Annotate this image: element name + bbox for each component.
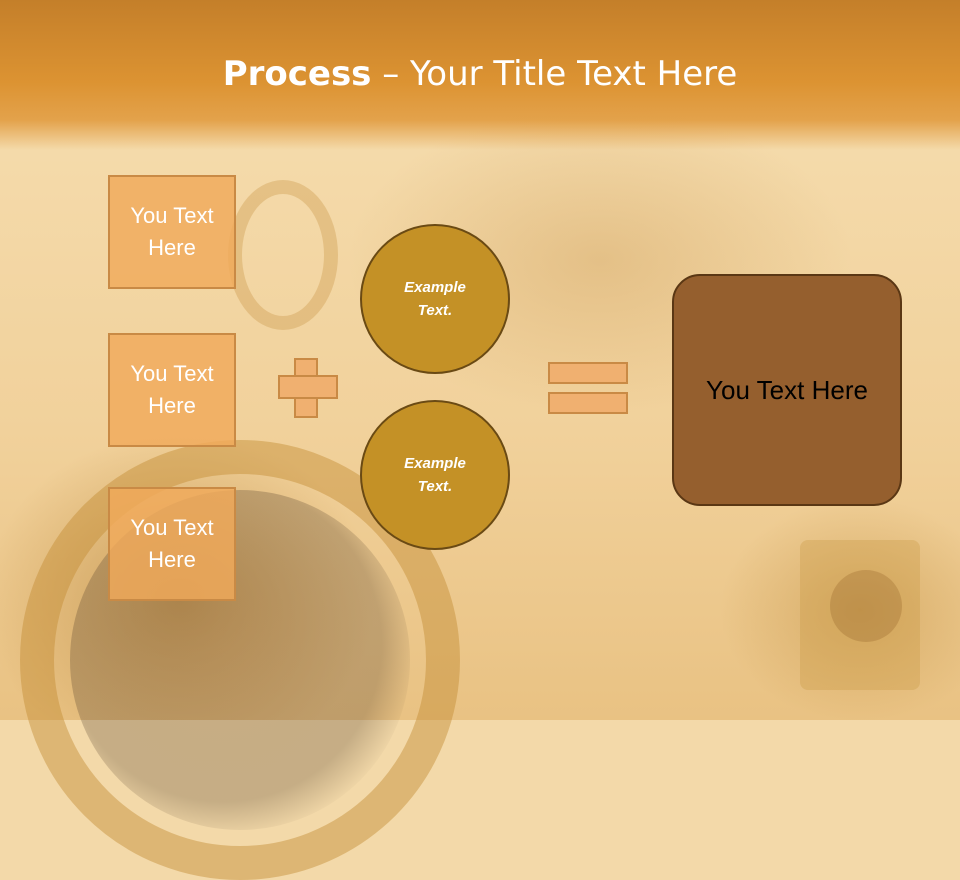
result-box[interactable]: You Text Here	[672, 274, 902, 506]
title-rest-text: – Your Title Text Here	[371, 54, 738, 94]
example-circle-2[interactable]: Example Text.	[360, 400, 510, 550]
text-box-1[interactable]: You Text Here	[108, 175, 236, 289]
brass-cube-hole-decoration	[830, 570, 902, 642]
brass-cube-decoration	[800, 540, 920, 690]
title-bold-text: Process	[222, 54, 372, 94]
equals-sign-top-bar	[548, 362, 628, 384]
slide-title: Process – Your Title Text Here	[0, 52, 960, 96]
title-banner	[0, 0, 960, 150]
equals-sign-bottom-bar	[548, 392, 628, 414]
text-box-3[interactable]: You Text Here	[108, 487, 236, 601]
plus-sign-center	[296, 377, 316, 397]
example-circle-1[interactable]: Example Text.	[360, 224, 510, 374]
text-box-2[interactable]: You Text Here	[108, 333, 236, 447]
lens-decoration	[228, 180, 338, 330]
